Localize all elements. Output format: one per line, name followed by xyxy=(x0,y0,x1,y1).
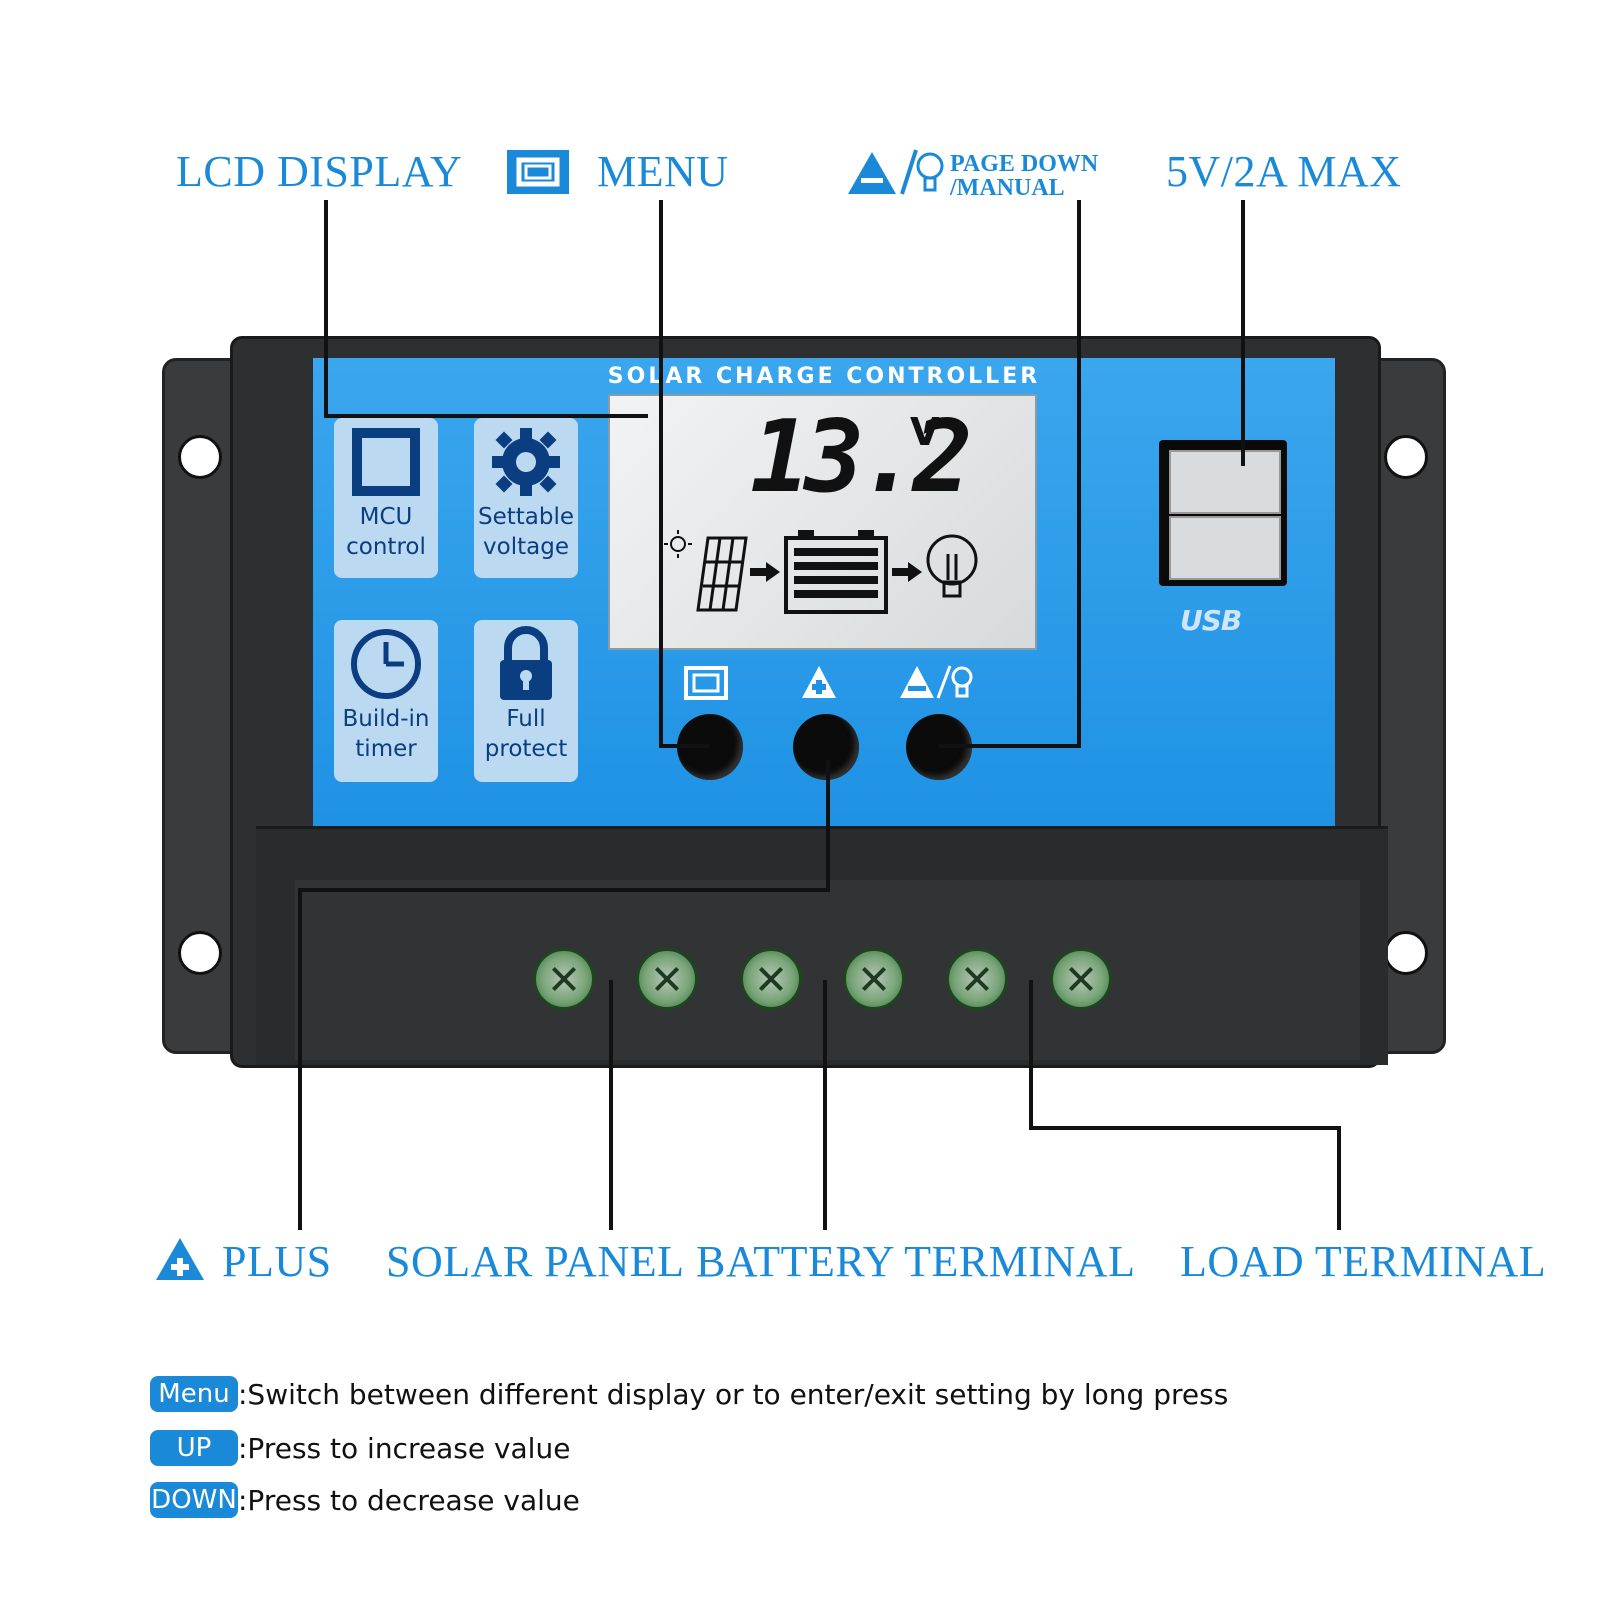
feature-label: control xyxy=(346,534,426,560)
leader-solar xyxy=(609,980,613,1230)
leader-load-vertical xyxy=(1029,980,1033,1130)
solar-panel-icon xyxy=(696,536,748,612)
lcd-voltage-unit: V xyxy=(910,410,940,454)
mount-hole xyxy=(178,931,222,975)
chip-icon xyxy=(352,428,420,496)
down-manual-button-icon xyxy=(900,665,973,699)
gear-icon xyxy=(492,428,560,496)
legend-key-menu: Menu xyxy=(150,1376,238,1412)
feature-label: MCU xyxy=(359,504,413,530)
lock-icon xyxy=(500,626,552,700)
feature-tile-voltage: Settable voltage xyxy=(474,418,578,578)
legend-key-down: DOWN xyxy=(150,1482,238,1518)
usb-max-callout: 5V/2A MAX xyxy=(1166,147,1402,196)
leader-plus-horizontal xyxy=(298,888,830,892)
legend-key-up: UP xyxy=(150,1430,238,1466)
lcd-display-callout: LCD DISPLAY xyxy=(176,147,463,196)
terminal-screw-battery-positive[interactable] xyxy=(740,948,802,1010)
usb-port[interactable] xyxy=(1169,516,1281,580)
page-down-callout-line1: PAGE DOWN xyxy=(950,151,1099,177)
sun-icon xyxy=(664,530,692,558)
legend-text-menu: :Switch between different display or to … xyxy=(238,1377,1229,1411)
page-down-callout-line2: /MANUAL xyxy=(950,175,1065,201)
usb-label: USB xyxy=(1180,604,1242,637)
legend-row-menu: Menu :Switch between different display o… xyxy=(150,1374,1228,1414)
leader-plus-down xyxy=(298,888,302,1230)
lamp-icon xyxy=(926,534,978,598)
face-title: SOLAR CHARGE CONTROLLER xyxy=(607,364,1041,389)
up-triangle-icon xyxy=(848,152,896,194)
leader-pagedown-horizontal xyxy=(939,744,1081,748)
leader-battery xyxy=(823,980,827,1230)
feature-label: voltage xyxy=(483,534,569,560)
solar-panel-callout: SOLAR PANEL xyxy=(386,1237,685,1286)
clock-icon xyxy=(351,629,421,699)
leader-lcd-horizontal xyxy=(324,414,648,418)
terminal-screw-solar-positive[interactable] xyxy=(533,948,595,1010)
battery-terminal-callout: BATTERY TERMINAL xyxy=(696,1237,1136,1286)
lcd-screen: 13.2 V xyxy=(608,394,1037,650)
usb-port[interactable] xyxy=(1169,450,1281,514)
battery-icon xyxy=(784,530,888,614)
terminal-screw-solar-negative[interactable] xyxy=(636,948,698,1010)
leader-plus-up xyxy=(826,760,830,892)
load-terminal-callout: LOAD TERMINAL xyxy=(1180,1237,1547,1286)
terminal-screw-battery-negative[interactable] xyxy=(843,948,905,1010)
arrow-icon xyxy=(892,562,922,582)
menu-button-icon xyxy=(684,666,728,700)
terminal-screw-load-negative[interactable] xyxy=(1050,948,1112,1010)
feature-tile-protect: Full protect xyxy=(474,620,578,782)
bulb-icon xyxy=(900,149,944,195)
terminal-screw-load-positive[interactable] xyxy=(946,948,1008,1010)
lcd-voltage-reading: 13.2 xyxy=(750,398,973,515)
feature-tile-timer: Build-in timer xyxy=(334,620,438,782)
lcd-flow-icons xyxy=(664,530,978,614)
plus-triangle-icon xyxy=(156,1238,204,1280)
mount-hole xyxy=(178,435,222,479)
mount-hole xyxy=(1384,931,1428,975)
leader-lcd-vertical xyxy=(324,200,328,418)
feature-tile-mcu: MCU control xyxy=(334,418,438,578)
menu-icon xyxy=(507,150,569,194)
leader-load-down xyxy=(1337,1126,1341,1230)
menu-callout: MENU xyxy=(597,147,729,196)
legend-row-down: DOWN :Press to decrease value xyxy=(150,1480,580,1520)
plus-callout: PLUS xyxy=(222,1237,332,1286)
leader-load-horizontal xyxy=(1029,1126,1341,1130)
feature-label: timer xyxy=(355,736,417,762)
usb-port-housing xyxy=(1159,440,1287,586)
legend-text-down: :Press to decrease value xyxy=(238,1483,580,1517)
legend-row-up: UP :Press to increase value xyxy=(150,1428,570,1468)
feature-label: Full xyxy=(506,706,546,732)
feature-label: Settable xyxy=(477,504,575,530)
feature-label: protect xyxy=(484,736,568,762)
terminal-block-front xyxy=(295,880,1360,1060)
leader-menu xyxy=(659,200,663,748)
legend-text-up: :Press to increase value xyxy=(238,1431,571,1465)
up-button-icon xyxy=(802,666,836,698)
leader-usb xyxy=(1241,200,1245,466)
feature-label: Build-in xyxy=(342,706,430,732)
leader-menu-foot xyxy=(659,744,709,748)
leader-pagedown-vertical xyxy=(1077,200,1081,748)
arrow-icon xyxy=(750,562,780,582)
mount-hole xyxy=(1384,435,1428,479)
